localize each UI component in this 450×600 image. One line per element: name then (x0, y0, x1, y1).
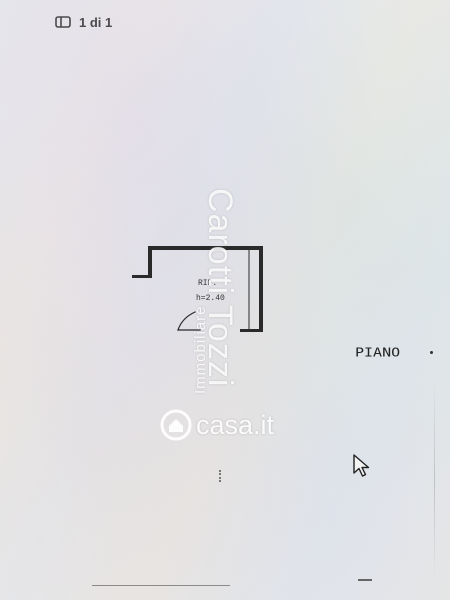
portal-watermark: casa.it (160, 408, 274, 442)
watermark-subtitle: Immobiliare (192, 305, 209, 394)
room-walls (132, 246, 263, 332)
bottom-rule-line (92, 585, 230, 586)
sidebar-panel-icon[interactable] (55, 16, 71, 28)
agency-watermark: Carotti Tozzi Immobiliare (192, 188, 252, 406)
door-swing (177, 311, 196, 331)
viewer-toolbar: 1 di 1 (55, 13, 112, 31)
watermark-brand: Carotti Tozzi (201, 188, 239, 388)
page-counter: 1 di 1 (79, 14, 113, 30)
house-icon (160, 409, 192, 441)
scan-marks (219, 470, 223, 482)
floor-label: PIANO (355, 344, 401, 360)
room-label-height: h=2.40 (196, 294, 225, 303)
floor-label-dot (430, 351, 433, 354)
room-label-name: RIP. (198, 279, 217, 288)
scan-edge-line (434, 380, 435, 580)
mouse-pointer-icon (353, 454, 370, 477)
bottom-scan-mark (358, 575, 372, 581)
portal-name: casa.it (196, 409, 275, 440)
